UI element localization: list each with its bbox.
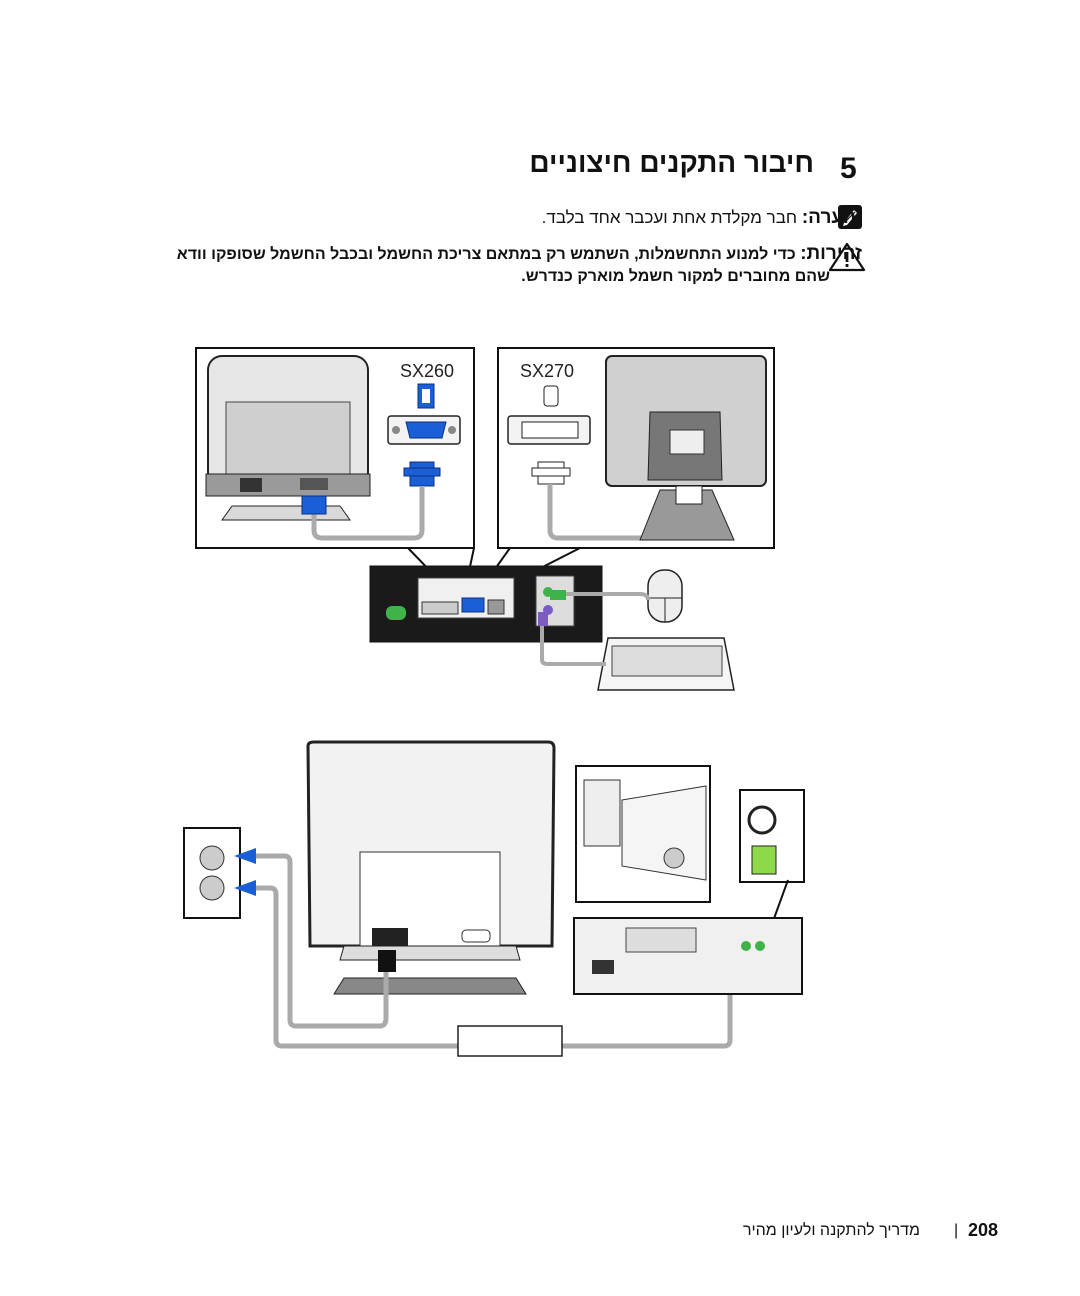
computer-rear-bottom bbox=[573, 917, 803, 995]
warning-text-line1: זהירות: כדי למנוע התחשמלות, השתמש רק במת… bbox=[162, 243, 862, 265]
monitor-vga-plug bbox=[301, 495, 327, 515]
warning-text-line2: שהם מחוברים למקור חשמל מוארק כנדרש. bbox=[521, 268, 830, 285]
power-adapter bbox=[457, 1025, 563, 1057]
computer-rear-top bbox=[369, 565, 603, 643]
warning-body: כדי למנוע התחשמלות, השתמש רק במתאם צריכת… bbox=[176, 246, 796, 263]
step-number: 5 bbox=[840, 152, 857, 185]
note-label: הערה: bbox=[801, 207, 856, 228]
audio-jack-frame bbox=[739, 789, 805, 883]
sx270-label: SX270 bbox=[520, 361, 574, 381]
audio-jack-icon bbox=[747, 805, 777, 835]
note-pencil-icon bbox=[838, 205, 862, 229]
flat-panel-monitor-rear bbox=[605, 355, 767, 541]
speakers-icon bbox=[583, 779, 707, 881]
note-text: הערה: חבר מקלדת אחת ועכבר אחד בלבד. bbox=[542, 207, 856, 229]
mouse-icon bbox=[647, 569, 683, 623]
vga-port-icon bbox=[387, 415, 461, 445]
crt-monitor-rear-small bbox=[205, 355, 371, 521]
warning-label: זהירות: bbox=[800, 243, 862, 264]
page-number: 208 bbox=[968, 1220, 999, 1240]
line-out-icon bbox=[751, 845, 777, 875]
dvi-port-icon bbox=[507, 415, 591, 445]
footer-title: מדריך להתקנה ולעיון מהיר bbox=[742, 1222, 920, 1239]
vga-cable-plug bbox=[403, 461, 441, 487]
vga-connector-icon bbox=[417, 383, 435, 409]
crt-monitor-rear-large bbox=[306, 740, 556, 995]
dvi-cable-plug bbox=[531, 461, 571, 485]
keyboard-icon bbox=[597, 637, 735, 691]
section-title: חיבור התקנים חיצוניים bbox=[529, 147, 814, 178]
wall-outlet-icon bbox=[183, 827, 241, 919]
footer-separator: | bbox=[954, 1222, 959, 1239]
sx260-label: SX260 bbox=[400, 361, 454, 381]
note-body: חבר מקלדת אחת ועכבר אחד בלבד. bbox=[541, 208, 798, 227]
dvi-connector-icon bbox=[543, 385, 559, 407]
warning-triangle-icon bbox=[828, 242, 866, 277]
